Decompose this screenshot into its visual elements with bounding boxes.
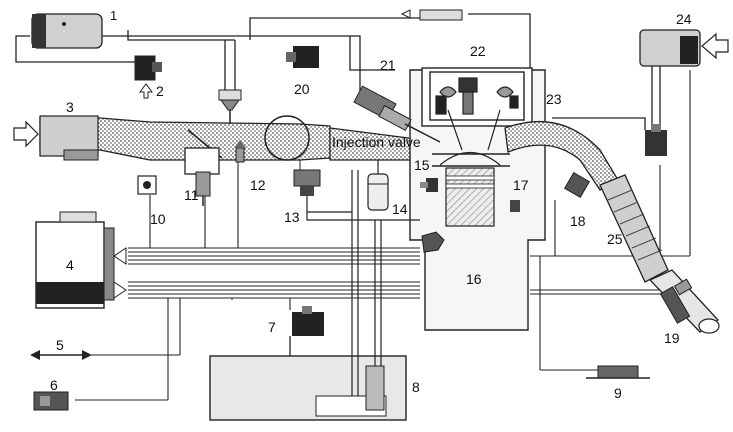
label-14: 14 [392, 201, 408, 217]
component-20-valve [286, 46, 319, 68]
signal-lines-top [15, 13, 661, 130]
engine-block [409, 67, 546, 331]
component-24-sensor [639, 29, 729, 156]
label-7: 7 [268, 319, 276, 335]
component-15-sensor [420, 178, 438, 192]
component-17-sensor [510, 200, 520, 212]
component-1-canister [31, 13, 103, 49]
component-2-valve [134, 55, 162, 99]
label-17: 17 [513, 177, 529, 193]
exhaust-system [504, 121, 720, 334]
component-13-valve [293, 160, 420, 221]
component-16-sensor [421, 231, 445, 253]
label-injection-valve: Injection valve [332, 134, 421, 150]
label-11: 11 [184, 187, 199, 203]
catalytic-converter [599, 174, 669, 283]
component-9-sensor [586, 365, 650, 379]
pressure-regulator [218, 89, 242, 124]
component-11-actuator [184, 147, 220, 206]
label-23: 23 [546, 91, 562, 107]
label-8: 8 [412, 379, 420, 395]
label-16: 16 [466, 271, 482, 287]
wiring-harness [75, 70, 691, 401]
label-4: 4 [66, 257, 74, 273]
component-5-diagnostic-arrow [30, 350, 92, 360]
component-18-sensor [564, 172, 590, 198]
valves [435, 77, 519, 151]
component-10-sensor [137, 175, 157, 195]
label-25: 25 [607, 231, 623, 247]
label-22: 22 [470, 43, 486, 59]
label-1: 1 [110, 8, 117, 23]
component-4-ecu [35, 211, 127, 309]
label-18: 18 [570, 213, 586, 229]
label-20: 20 [294, 81, 310, 97]
label-19: 19 [664, 330, 680, 346]
component-19-lambda-sensor [659, 278, 693, 324]
label-3: 3 [66, 99, 74, 115]
component-14-fuel-filter [367, 160, 389, 211]
component-12-temp-sensor [234, 140, 246, 163]
label-15: 15 [414, 157, 430, 173]
label-10: 10 [150, 211, 166, 227]
component-6-connector [33, 391, 69, 411]
label-12: 12 [250, 177, 266, 193]
label-24: 24 [676, 11, 692, 27]
component-8-fuel-tank [209, 170, 407, 421]
component-7-pump-relay [289, 306, 324, 364]
top-sensor [400, 9, 463, 21]
label-21: 21 [380, 57, 396, 73]
label-6: 6 [50, 377, 58, 393]
label-5: 5 [56, 337, 64, 353]
label-2: 2 [156, 83, 164, 99]
injection-zone-circle [264, 115, 310, 161]
labels: 1 2 3 4 5 6 7 8 9 10 11 12 13 14 15 16 1… [50, 8, 692, 401]
label-9: 9 [614, 385, 622, 401]
air-inlet-arrow [13, 120, 39, 148]
component-21-injector [353, 85, 441, 143]
label-13: 13 [284, 209, 300, 225]
